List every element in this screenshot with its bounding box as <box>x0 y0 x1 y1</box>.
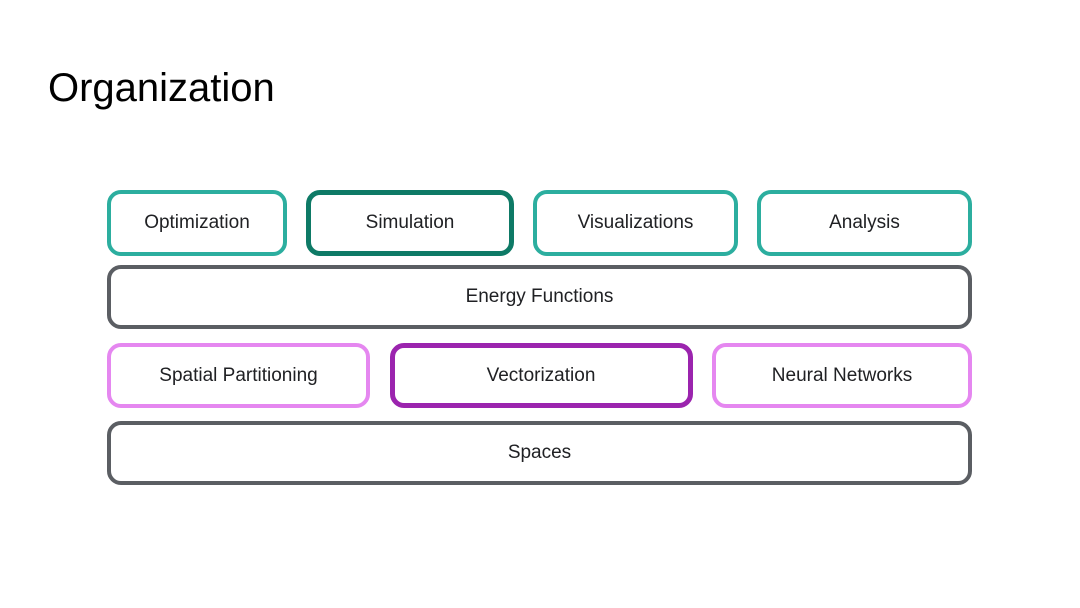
box-label: Neural Networks <box>771 364 913 386</box>
diagram-row-top-modules: Optimization Simulation Visualizations A… <box>107 190 972 256</box>
diagram-row-energy-functions: Energy Functions <box>107 265 972 329</box>
box-label: Vectorization <box>486 364 596 386</box>
box-label: Visualizations <box>577 212 694 233</box>
layer-box-analysis: Analysis <box>757 190 972 256</box>
layer-box-neural-networks: Neural Networks <box>712 343 972 408</box>
box-label: Spaces <box>507 442 572 463</box>
diagram-row-mid-modules: Spatial Partitioning Vectorization Neura… <box>107 343 972 408</box>
layer-box-spaces: Spaces <box>107 421 972 485</box>
layer-box-simulation: Simulation <box>306 190 514 256</box>
diagram-row-spaces: Spaces <box>107 421 972 485</box>
box-label: Analysis <box>829 212 900 233</box>
layer-box-spatial-partitioning: Spatial Partitioning <box>107 343 370 408</box>
page-title: Organization <box>48 66 275 110</box>
layer-box-visualizations: Visualizations <box>533 190 738 256</box>
box-label: Energy Functions <box>465 286 614 307</box>
box-label: Optimization <box>144 212 250 233</box>
layer-box-optimization: Optimization <box>107 190 287 256</box>
layer-box-energy-functions: Energy Functions <box>107 265 972 329</box>
box-label: Simulation <box>365 212 455 233</box>
box-label: Spatial Partitioning <box>159 364 318 386</box>
architecture-diagram: Optimization Simulation Visualizations A… <box>107 190 972 485</box>
layer-box-vectorization: Vectorization <box>389 343 693 408</box>
